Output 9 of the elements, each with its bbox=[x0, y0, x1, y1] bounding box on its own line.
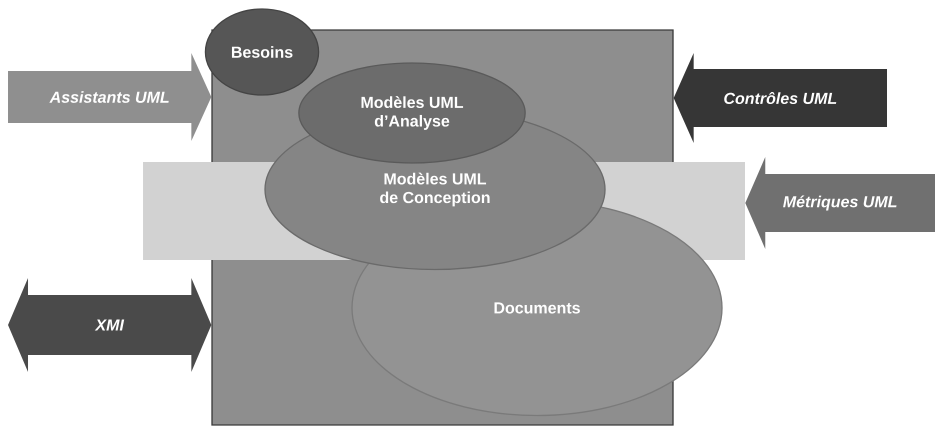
edge-label: XMI bbox=[94, 320, 124, 330]
edge-label: Contrôles UML bbox=[724, 92, 836, 104]
block-arrow bbox=[8, 278, 212, 372]
edge-label: Métriques UML bbox=[783, 195, 896, 211]
block-arrow bbox=[674, 53, 887, 143]
block-arrow bbox=[8, 53, 212, 141]
node-label: Documents bbox=[494, 302, 580, 314]
block-arrow bbox=[745, 157, 935, 249]
edge-label: Assistants UML bbox=[49, 91, 169, 103]
